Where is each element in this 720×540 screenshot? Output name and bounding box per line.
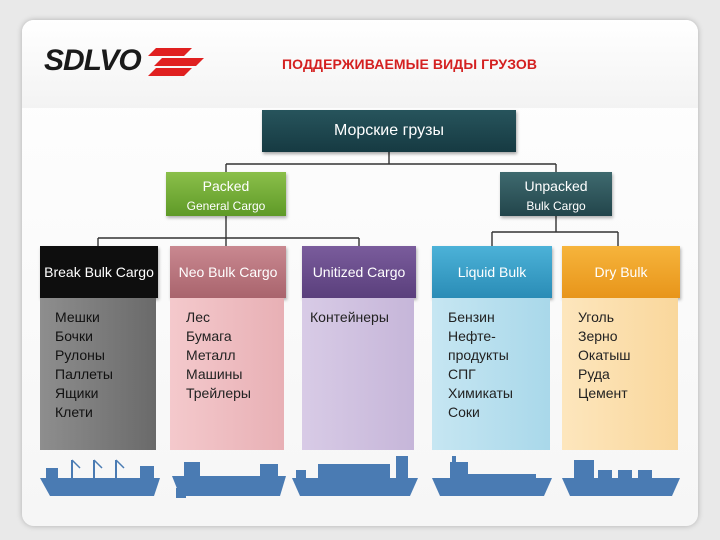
list-item: Уголь [578, 309, 615, 325]
packed-sublabel: General Cargo [186, 199, 266, 213]
column-liquid-bulk-body: Бензин Нефте- продукты СПГ Химикаты Соки [432, 298, 550, 450]
list-item: Лес [186, 309, 210, 325]
list-item: СПГ [448, 366, 476, 382]
column-break-bulk-body: Мешки Бочки Рулоны Паллеты Ящики Клети [40, 298, 156, 450]
list-item: Бумага [186, 328, 232, 344]
list-item: Зерно [578, 328, 618, 344]
column-dry-bulk-header: Dry Bulk [562, 246, 680, 298]
sdlvo-logo: SDLVO [44, 44, 204, 77]
list-item: Руда [578, 366, 610, 382]
list-item: Рулоны [55, 347, 105, 363]
list-item: Клети [55, 404, 93, 420]
root-node-sea-cargo: Морские грузы [262, 110, 516, 152]
node-unpacked: Unpacked Bulk Cargo [500, 172, 612, 216]
list-item: Химикаты [448, 385, 513, 401]
list-item: Трейлеры [186, 385, 251, 401]
column-neo-bulk-header: Neo Bulk Cargo [170, 246, 286, 298]
list-item: Окатыш [578, 347, 631, 363]
column-unitized-header: Unitized Cargo [302, 246, 416, 298]
unpacked-label: Unpacked [524, 178, 588, 194]
column-unitized-body: Контейнеры [302, 298, 414, 450]
column-neo-bulk-body: Лес Бумага Металл Машины Трейлеры [170, 298, 284, 450]
svg-text:SDLVO: SDLVO [44, 44, 141, 77]
column-break-bulk-header: Break Bulk Cargo [40, 246, 158, 298]
ship-dry-bulk-icon [562, 460, 680, 496]
column-dry-bulk-body: Уголь Зерно Окатыш Руда Цемент [562, 298, 678, 450]
list-item: Паллеты [55, 366, 113, 382]
list-item: Соки [448, 404, 480, 420]
ship-bulk-carrier-icon [172, 462, 286, 498]
node-packed: Packed General Cargo [166, 172, 286, 216]
list-item: продукты [448, 347, 509, 363]
list-item: Ящики [55, 385, 99, 401]
packed-label: Packed [202, 178, 250, 194]
list-item: Нефте- [448, 328, 496, 344]
unpacked-sublabel: Bulk Cargo [526, 199, 586, 213]
list-item: Машины [186, 366, 243, 382]
list-item: Бочки [55, 328, 93, 344]
ship-container-icon [292, 456, 418, 496]
list-item: Бензин [448, 309, 495, 325]
ship-general-cargo-icon [40, 459, 160, 496]
list-item: Мешки [55, 309, 100, 325]
list-item: Цемент [578, 385, 628, 401]
column-liquid-bulk-header: Liquid Bulk [432, 246, 552, 298]
header-band [22, 20, 698, 108]
list-item: Металл [186, 347, 236, 363]
ship-tanker-icon [432, 456, 552, 496]
list-item: Контейнеры [310, 309, 389, 325]
page-title: ПОДДЕРЖИВАЕМЫЕ ВИДЫ ГРУЗОВ [282, 56, 538, 72]
